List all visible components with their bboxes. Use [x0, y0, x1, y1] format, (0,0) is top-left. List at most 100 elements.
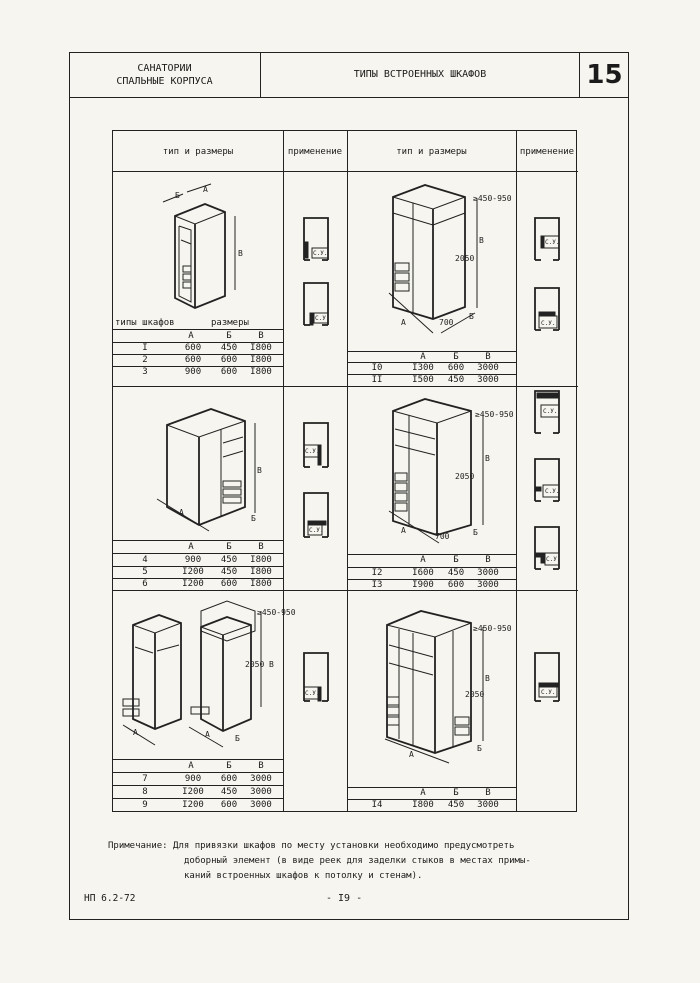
row-v: I800	[250, 355, 272, 365]
dim-depth-label: 700	[435, 532, 450, 541]
row-type: 9	[142, 800, 148, 810]
dim-top-label: ≥450-950	[257, 608, 296, 617]
row-rule	[347, 579, 516, 580]
dim-b-label: Б	[473, 528, 478, 537]
row-a: I800	[412, 800, 434, 810]
plan-wc-label: С.У.	[305, 690, 319, 697]
row-type: 8	[142, 787, 148, 797]
row-rule	[113, 578, 283, 579]
page-number: - I9 -	[326, 893, 363, 904]
row-type: 3	[142, 367, 148, 377]
row-type: 7	[142, 774, 148, 784]
row-a: 900	[184, 555, 202, 565]
row-rule	[113, 540, 283, 541]
row-a: 900	[184, 367, 202, 377]
row-v: 3000	[477, 375, 499, 385]
row-rule	[113, 342, 283, 343]
row-type: I0	[371, 363, 383, 373]
col-a-header: А	[420, 788, 426, 798]
row-type: I	[142, 343, 148, 353]
row-b: 600	[447, 580, 465, 590]
plan-wc-label: С.У.	[546, 556, 560, 563]
row-rule	[113, 553, 283, 554]
title-block: САНАТОРИИ СПАЛЬНЫЕ КОРПУСА ТИПЫ ВСТРОЕНН…	[69, 52, 629, 98]
row-a: I600	[412, 568, 434, 578]
row-v: I800	[250, 579, 272, 589]
row-type: I3	[371, 580, 383, 590]
org-line1: САНАТОРИИ	[137, 62, 192, 74]
row-rule	[347, 374, 516, 375]
dim-b-label: Б	[251, 514, 256, 523]
col-v-header: В	[485, 788, 491, 798]
row-b: 600	[220, 774, 238, 784]
col-v-header: В	[258, 542, 264, 552]
row-v: 3000	[250, 774, 272, 784]
col-b-header: Б	[226, 542, 232, 552]
room-plan-symbol: С.У.	[303, 422, 329, 468]
plan-wc-label: С.У.	[543, 408, 557, 415]
org-line2: СПАЛЬНЫЕ КОРПУСА	[116, 75, 213, 87]
col-v-header: В	[258, 761, 264, 771]
sheet-title: ТИПЫ ВСТРОЕННЫХ ШКАФОВ	[353, 69, 487, 80]
col-b-header: Б	[453, 352, 459, 362]
col-b-header: Б	[453, 788, 459, 798]
col-a-header: А	[188, 331, 194, 341]
row-a: 900	[184, 774, 202, 784]
dim-top-label: ≥450-950	[473, 194, 512, 203]
wardrobe-drawing-type-1-3: Б А В	[162, 183, 243, 309]
plan-wc-label: С.У.	[545, 488, 559, 495]
plan-wc-label: С.У.	[541, 320, 555, 327]
col-a-header: А	[188, 542, 194, 552]
row-type: II	[371, 375, 383, 385]
row-rule	[113, 798, 283, 799]
row-type: I4	[371, 800, 383, 810]
room-plan-symbol: С.У.	[534, 652, 560, 702]
row-v: 3000	[477, 568, 499, 578]
row-rule	[347, 351, 516, 352]
dim-height-label: 2050	[455, 254, 474, 263]
room-plan-symbol: С.У.	[534, 217, 560, 261]
room-plan-symbol: С.У.	[534, 526, 560, 570]
types-label: типы шкафов	[115, 318, 175, 328]
row-b: 600	[220, 355, 238, 365]
row-rule	[347, 787, 516, 788]
row-a: I200	[182, 579, 204, 589]
row-b: 450	[220, 555, 238, 565]
col-b-header: Б	[453, 555, 459, 565]
row-a: I500	[412, 375, 434, 385]
row-v: 3000	[477, 800, 499, 810]
dim-v-label: В	[485, 674, 490, 683]
plan-wc-label: С.У.	[313, 250, 327, 257]
row-rule	[113, 329, 283, 330]
note-line-3: каний встроенных шкафов к потолку и стен…	[184, 871, 423, 881]
row-b: 450	[220, 343, 238, 353]
org-block: САНАТОРИИ СПАЛЬНЫЕ КОРПУСА	[69, 52, 261, 97]
dim-a-label: А	[401, 318, 406, 327]
row-rule	[113, 759, 283, 760]
room-plan-symbol: С.У.	[303, 217, 329, 261]
col-a-header: А	[188, 761, 194, 771]
row-a: 600	[184, 355, 202, 365]
dim-v-label: В	[238, 249, 243, 258]
row-rule	[347, 362, 516, 363]
col-divider	[347, 131, 348, 811]
dim-height-label: 2050	[465, 690, 484, 699]
header-type-size: тип и размеры	[396, 147, 467, 157]
dim-a-label: А	[133, 728, 138, 737]
row-type: I2	[371, 568, 383, 578]
row-v: I800	[250, 367, 272, 377]
note-block: Примечание: Для привязки шкафов по месту…	[108, 839, 531, 884]
room-plan-symbol: С.У.	[534, 458, 560, 502]
dim-a-label: А	[205, 730, 210, 739]
header-type-size: тип и размеры	[162, 147, 234, 157]
row-b: 450	[447, 800, 465, 810]
dim-a-label: А	[409, 750, 414, 759]
plan-wc-label: С.У.	[315, 315, 329, 322]
sheet-frame	[69, 52, 629, 920]
header-rule	[113, 171, 578, 172]
header-application: применение	[287, 147, 343, 157]
dim-height-label: 2050	[245, 660, 264, 669]
sizes-label: размеры	[211, 318, 249, 328]
col-v-header: В	[258, 331, 264, 341]
plan-wc-label: С.У.	[541, 689, 555, 696]
